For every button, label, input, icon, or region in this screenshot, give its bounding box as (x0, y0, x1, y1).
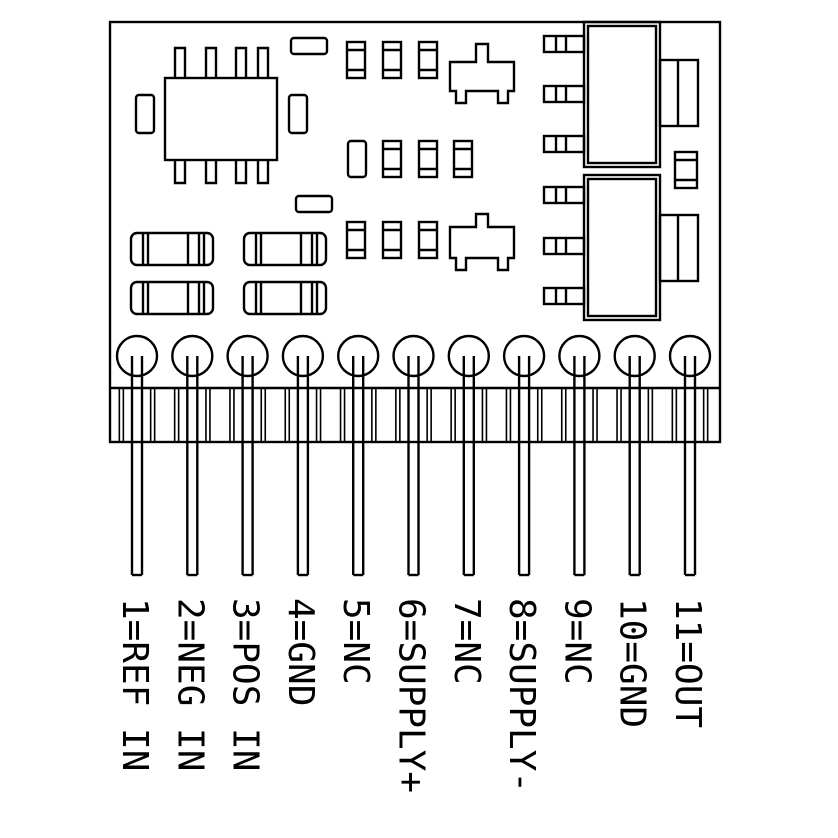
capacitor-c1 (134, 93, 156, 135)
pin-8: 8=SUPPLY- (501, 334, 546, 793)
pin-pad-1 (115, 334, 159, 378)
pin-pad-9 (558, 334, 601, 378)
diode-d1 (129, 231, 215, 267)
resistor-array-middle (346, 139, 474, 179)
pin-4: 4=GND (280, 334, 325, 706)
pin-9: 9=NC (556, 334, 601, 685)
capacitor-c4 (294, 194, 334, 214)
pin-pad-10 (613, 334, 656, 378)
pin-pad-11 (668, 334, 712, 378)
pcb-outline (108, 20, 722, 444)
pin-5: 5=NC (335, 334, 380, 685)
pin-pad-4 (281, 334, 325, 378)
transistor-q2 (448, 212, 516, 272)
pin-label-5: 5=NC (335, 598, 376, 685)
pin-label-8: 8=SUPPLY- (501, 598, 542, 793)
pin-6: 6=SUPPLY+ (391, 334, 435, 793)
ic-chip (163, 46, 279, 185)
pin-pad-5 (337, 334, 380, 378)
pin-label-10: 10=GND (612, 598, 653, 728)
regulator-u2 (542, 173, 700, 322)
pin-2: 2=NEG IN (169, 334, 214, 771)
capacitor-c2 (287, 93, 309, 135)
pin-pad-3 (226, 334, 269, 378)
pin-7: 7=NC (446, 334, 490, 685)
resistor-array-bottom (345, 220, 439, 260)
diode-d2 (129, 280, 215, 316)
pin-1: 1=REF IN (114, 334, 159, 771)
pin-pad-2 (171, 334, 214, 378)
regulator-u1 (542, 20, 700, 169)
diode-d3 (242, 231, 328, 267)
transistor-q1 (448, 42, 516, 105)
pin-pad-6 (392, 334, 435, 378)
pin-label-11: 11=OUT (667, 598, 708, 728)
pin-label-7: 7=NC (446, 598, 487, 685)
pin-label-9: 9=NC (556, 598, 597, 685)
capacitor-c5 (673, 150, 699, 190)
pin-11: 11=OUT (667, 334, 712, 728)
capacitor-c3 (289, 36, 329, 56)
pin-pad-7 (447, 334, 490, 378)
pin-label-3: 3=POS IN (225, 598, 266, 771)
pin-3: 3=POS IN (225, 334, 269, 771)
pin-10: 10=GND (612, 334, 656, 728)
pin-label-1: 1=REF IN (114, 598, 155, 771)
diode-d4 (242, 280, 328, 316)
pin-pad-8 (502, 334, 546, 378)
pin-label-4: 4=GND (280, 598, 321, 706)
resistor-array-top (345, 40, 439, 80)
pin-label-2: 2=NEG IN (169, 598, 210, 771)
pin-label-6: 6=SUPPLY+ (391, 598, 432, 793)
